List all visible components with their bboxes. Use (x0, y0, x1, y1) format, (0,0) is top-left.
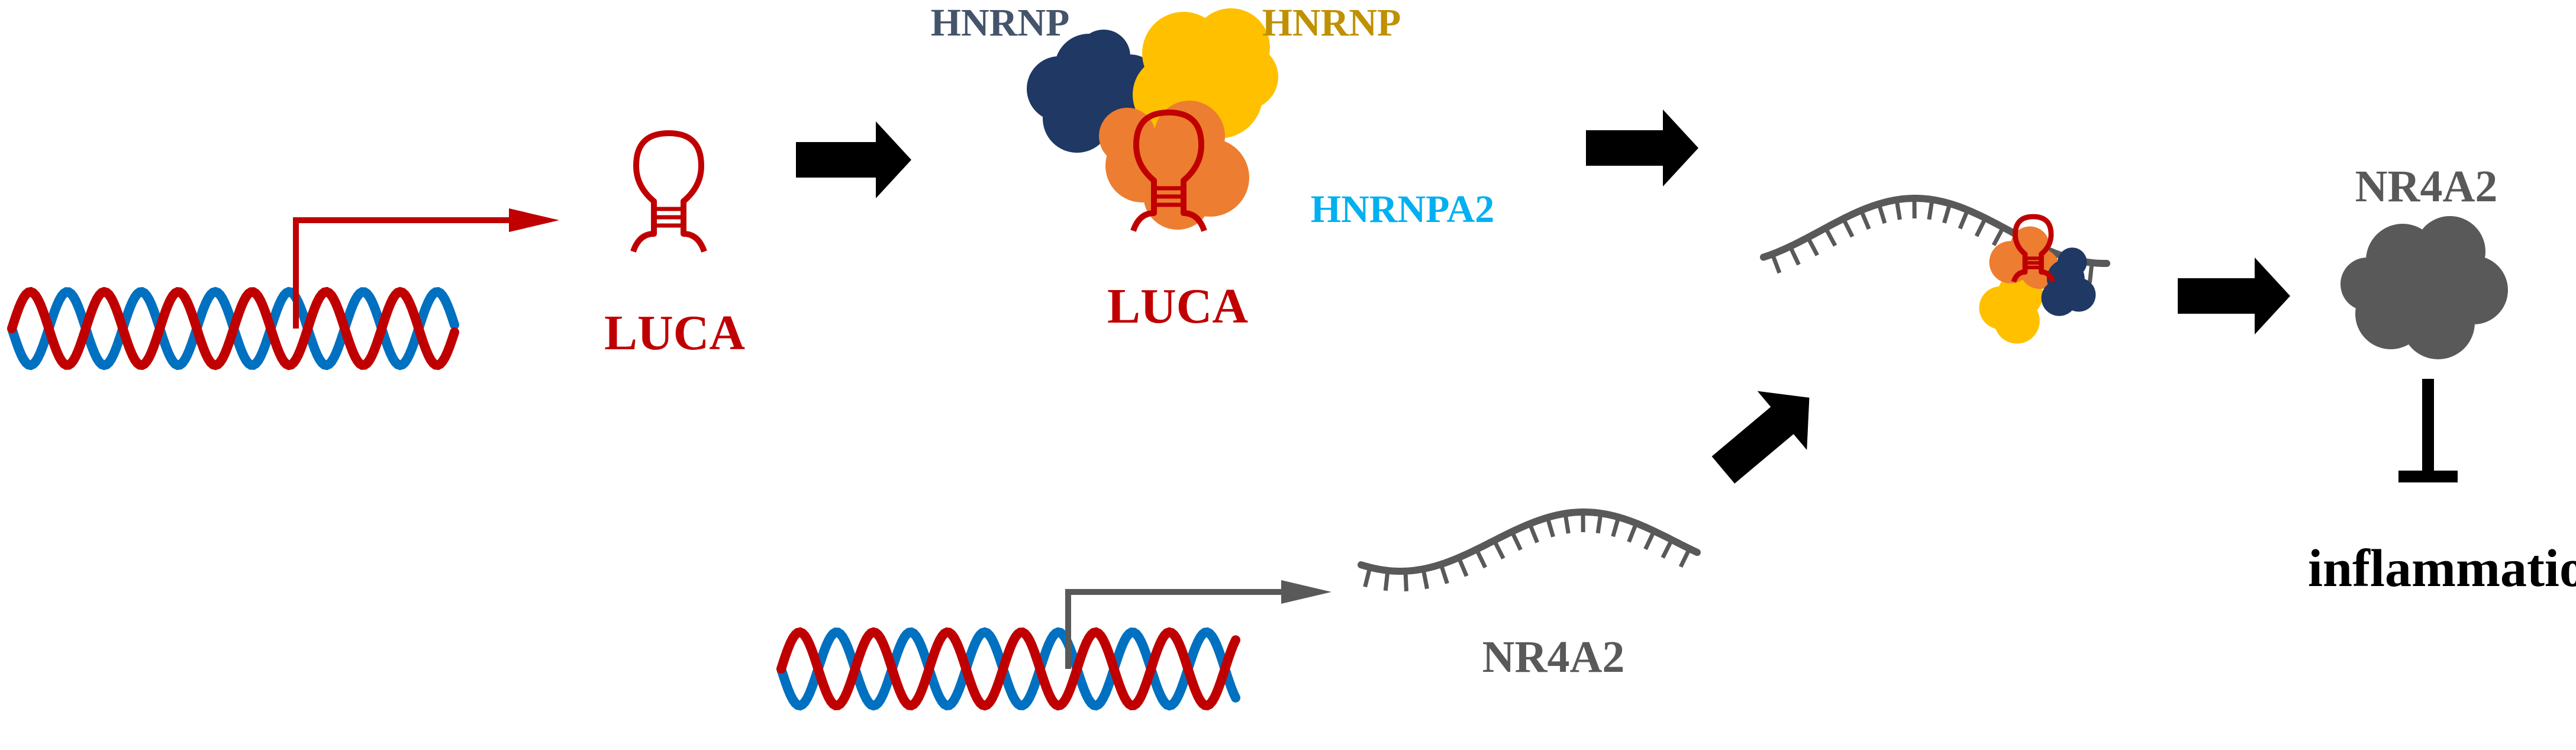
hnrnpa2-orange-protein-icon (1099, 101, 1249, 230)
arrow-right-1-icon (796, 121, 911, 198)
mrna-bound-icon (1760, 195, 2110, 283)
nr4a2-mrna-label: NR4A2 (1482, 632, 1625, 682)
mrna-tick (1456, 556, 1469, 577)
mrna-tick (2087, 262, 2094, 283)
mrna-tick (1595, 513, 1603, 534)
arrow-right-3-icon (2178, 257, 2290, 334)
nr4a2-protein-label: NR4A2 (2355, 162, 2498, 211)
mrna-tick (1611, 516, 1621, 537)
luca-label-1: LUCA (604, 305, 745, 360)
transcription-start-top-icon (293, 208, 559, 329)
mrna-tick (1510, 530, 1523, 551)
mrna-complex-icon (1979, 214, 2096, 344)
mrna-tick (1527, 523, 1539, 543)
mrna-tick (1991, 226, 2006, 246)
inhibition-bar-icon (2398, 379, 2458, 482)
mrna-tick (1894, 199, 1902, 220)
mrna-tick (1383, 570, 1390, 591)
mrna-tick (1439, 564, 1449, 584)
inflammation-label: inflammation (2308, 539, 2576, 598)
hnrnp-complex-icon (1027, 8, 1278, 232)
mrna-tick (1823, 227, 1837, 247)
mrna-tick (1363, 566, 1372, 588)
arrow-diagonal-icon (1711, 391, 1810, 484)
nr4a2-protein-icon (2340, 216, 2508, 359)
mrna-tick (1841, 217, 1855, 238)
mrna-tick (1788, 245, 1801, 266)
mrna-tick (1563, 513, 1571, 534)
dna-helix-top-icon (7, 287, 459, 371)
mrna-tick (1421, 568, 1429, 590)
mrna-tick (1403, 571, 1408, 591)
luca-stem-loop-bound-icon (1130, 110, 1207, 232)
hnrnp-label-2: HNRNP (1262, 1, 1401, 44)
mrna-tick (1927, 199, 1935, 220)
mrna-tick (1942, 203, 1952, 224)
mrna-tick (1770, 253, 1782, 274)
mrna-tick (1958, 209, 1970, 230)
transcription-start-bottom-icon (1065, 580, 1331, 669)
mrna-tick (1661, 539, 1674, 559)
nr4a2-mrna-icon (1358, 508, 1701, 591)
mrna-tick (1859, 210, 1871, 230)
mrna-tick (1974, 217, 1988, 237)
mrna-tick (1643, 530, 1656, 551)
dna-helix-bottom-icon (776, 627, 1240, 711)
luca-stem-loop-icon (630, 130, 707, 253)
mrna-tick (1545, 517, 1555, 537)
hnrnp-label-1: HNRNP (931, 1, 1070, 44)
mrna-tick (1492, 539, 1505, 559)
mrna-tick (1627, 522, 1639, 543)
mrna-tick (1806, 236, 1819, 256)
mrna-tick (1877, 203, 1887, 224)
hnrnp-navy-protein-icon (1027, 30, 1159, 153)
mrna-tick (1678, 548, 1692, 568)
arrow-right-2-icon (1586, 110, 1698, 186)
hnrnpa2-label: HNRNPA2 (1311, 188, 1494, 231)
mrna-tick (1474, 548, 1488, 569)
luca-label-2: LUCA (1107, 279, 1248, 334)
